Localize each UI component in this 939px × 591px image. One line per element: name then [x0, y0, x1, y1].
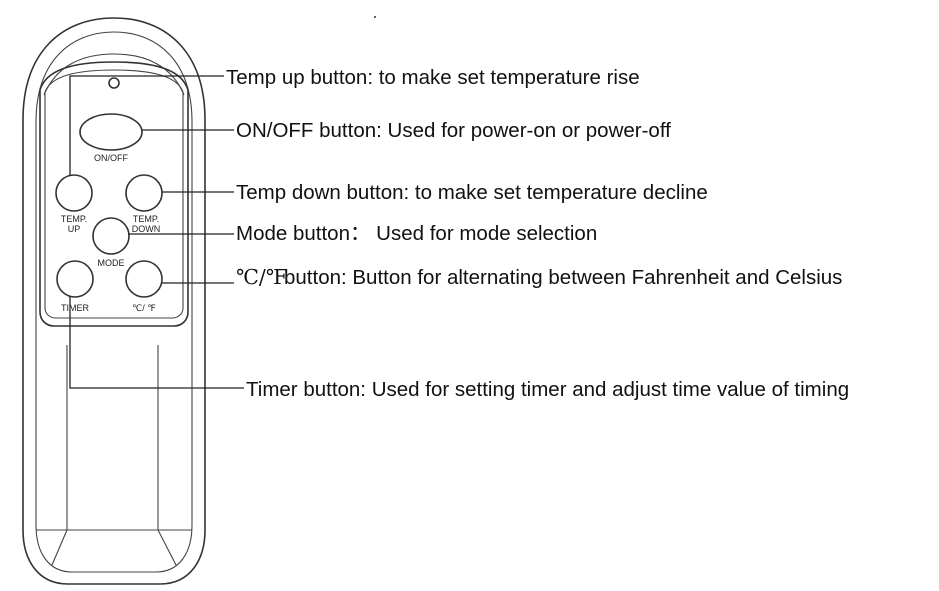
stray-dot: [374, 16, 376, 18]
remote-body: [22, 17, 206, 585]
callout-timer: Timer button: Used for setting timer and…: [246, 378, 849, 401]
callout-cf-text: button: Button for alternating between F…: [284, 266, 842, 289]
callout-temp-down: Temp down button: to make set temperatur…: [236, 181, 708, 204]
temp-down-label-1: TEMP.: [133, 214, 159, 224]
callout-cf-symbol: ℃/℉: [236, 265, 287, 289]
temp-down-label-2: DOWN: [132, 224, 161, 234]
leader-lines: [69, 75, 244, 389]
timer-label: TIMER: [61, 303, 89, 313]
callout-on-off: ON/OFF button: Used for power-on or powe…: [236, 119, 671, 142]
temp-up-label-2: UP: [68, 224, 81, 234]
temp-down-button[interactable]: [125, 174, 163, 212]
callouts: Temp up button: to make set temperature …: [226, 66, 849, 401]
leader-temp-up: [69, 75, 224, 176]
temp-up-button[interactable]: [55, 174, 93, 212]
timer-button[interactable]: [56, 260, 94, 298]
cf-label: ℃/ ℉: [132, 303, 156, 313]
temp-up-label-1: TEMP.: [61, 214, 87, 224]
callout-temp-up: Temp up button: to make set temperature …: [226, 66, 640, 89]
indicator-light: [108, 77, 120, 89]
mode-label: MODE: [98, 258, 125, 268]
on-off-label: ON/OFF: [94, 153, 128, 163]
cf-button[interactable]: [125, 260, 163, 298]
callout-mode: Mode button： Used for mode selection: [236, 222, 597, 245]
on-off-button[interactable]: [79, 113, 143, 151]
mode-button[interactable]: [92, 217, 130, 255]
remote-buttons: ON/OFF TEMP. UP TEMP. DOWN MODE TIMER ℃/…: [55, 77, 163, 313]
leader-timer: [69, 296, 244, 389]
